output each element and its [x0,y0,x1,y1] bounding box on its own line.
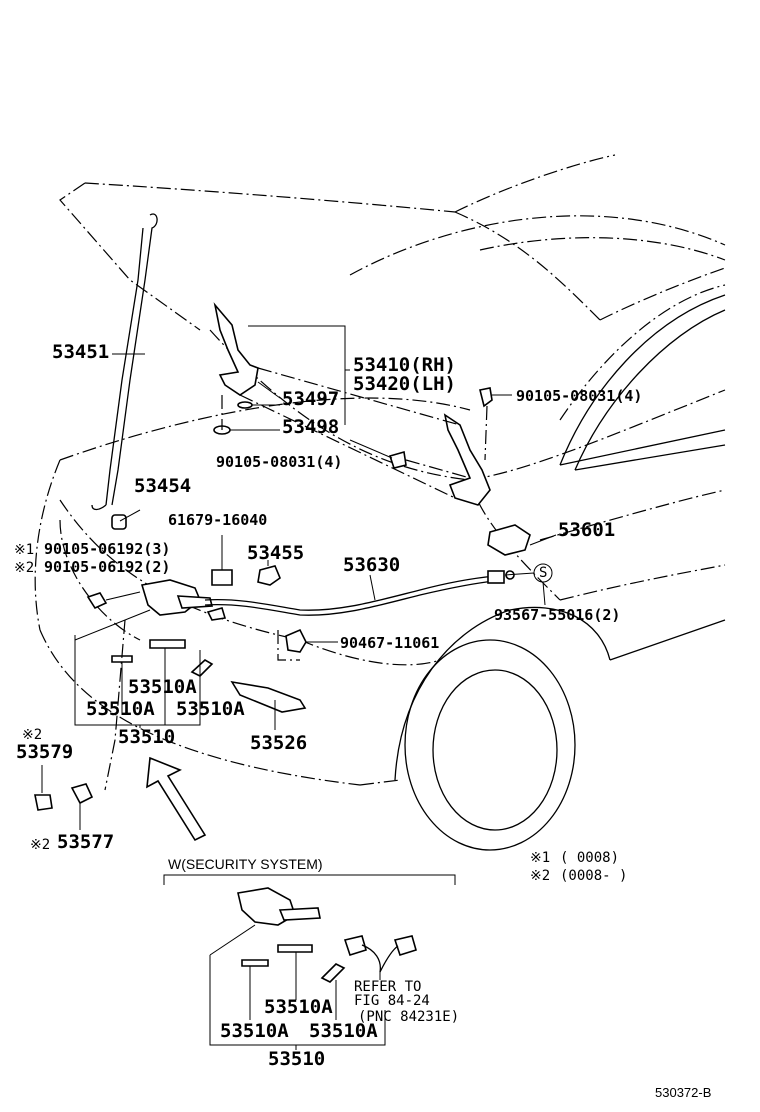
legend-mark-1: ※1 [530,850,551,866]
part-label-53454: 53454 [134,475,192,497]
part-label-53630: 53630 [343,554,401,576]
part-label-61679: 61679-16040 [168,511,268,529]
hood-support-rod [91,213,158,530]
refer-text-line-2: FIG 84-24 [354,993,430,1009]
clip-s-mark: S [539,565,548,581]
sec-part-label-53510a-2: 53510A [220,1020,289,1042]
legend-mark-2: ※2 [530,868,551,884]
legend-text-2: (0008- ) [560,868,628,884]
part-label-53455: 53455 [247,542,305,564]
part-label-53420: 53420(LH) [353,373,456,395]
part-label-53510: 53510 [118,726,176,748]
refer-text-line-1: REFER TO [354,979,422,995]
part-label-bolt-1: 90105-06192(3) [44,540,171,558]
part-label-53510a-1: 53510A [128,676,197,698]
part-label-53510a-2: 53510A [86,698,155,720]
sec-part-label-53510a-1: 53510A [264,996,333,1018]
note-mark-53579: ※2 [22,727,43,743]
part-label-bolt-hinge-left: 90105-08031(4) [216,453,343,471]
note-mark-53577: ※2 [30,837,51,853]
part-label-bolt-hinge-right: 90105-08031(4) [516,387,643,405]
legend-text-1: ( 0008) [560,850,620,866]
hood-lock-assembly [34,509,557,830]
part-label-53497: 53497 [282,388,340,410]
figure-id: 530372-B [655,1085,712,1100]
part-label-bolt-2: 90105-06192(2) [44,558,171,576]
part-label-93567: 93567-55016(2) [494,606,621,624]
part-label-53579: 53579 [16,741,74,763]
part-label-53526: 53526 [250,732,308,754]
view-arrow [146,756,207,842]
part-label-53510a-3: 53510A [176,698,245,720]
part-label-53577: 53577 [57,831,115,853]
part-label-53410: 53410(RH) [353,354,456,376]
security-system-title: W(SECURITY SYSTEM) [168,856,323,872]
refer-text-line-3: (PNC 84231E) [358,1009,460,1025]
sec-part-label-53510: 53510 [268,1048,326,1070]
part-label-90467: 90467-11061 [340,634,440,652]
security-system-inset [163,874,456,1050]
note-mark-1: ※1 [14,542,35,558]
part-label-53451: 53451 [52,341,110,363]
part-label-53498: 53498 [282,416,340,438]
note-mark-2: ※2 [14,560,35,576]
hood-hinge [213,302,512,506]
part-label-53601: 53601 [558,519,616,541]
sec-part-label-53510a-3: 53510A [309,1020,378,1042]
